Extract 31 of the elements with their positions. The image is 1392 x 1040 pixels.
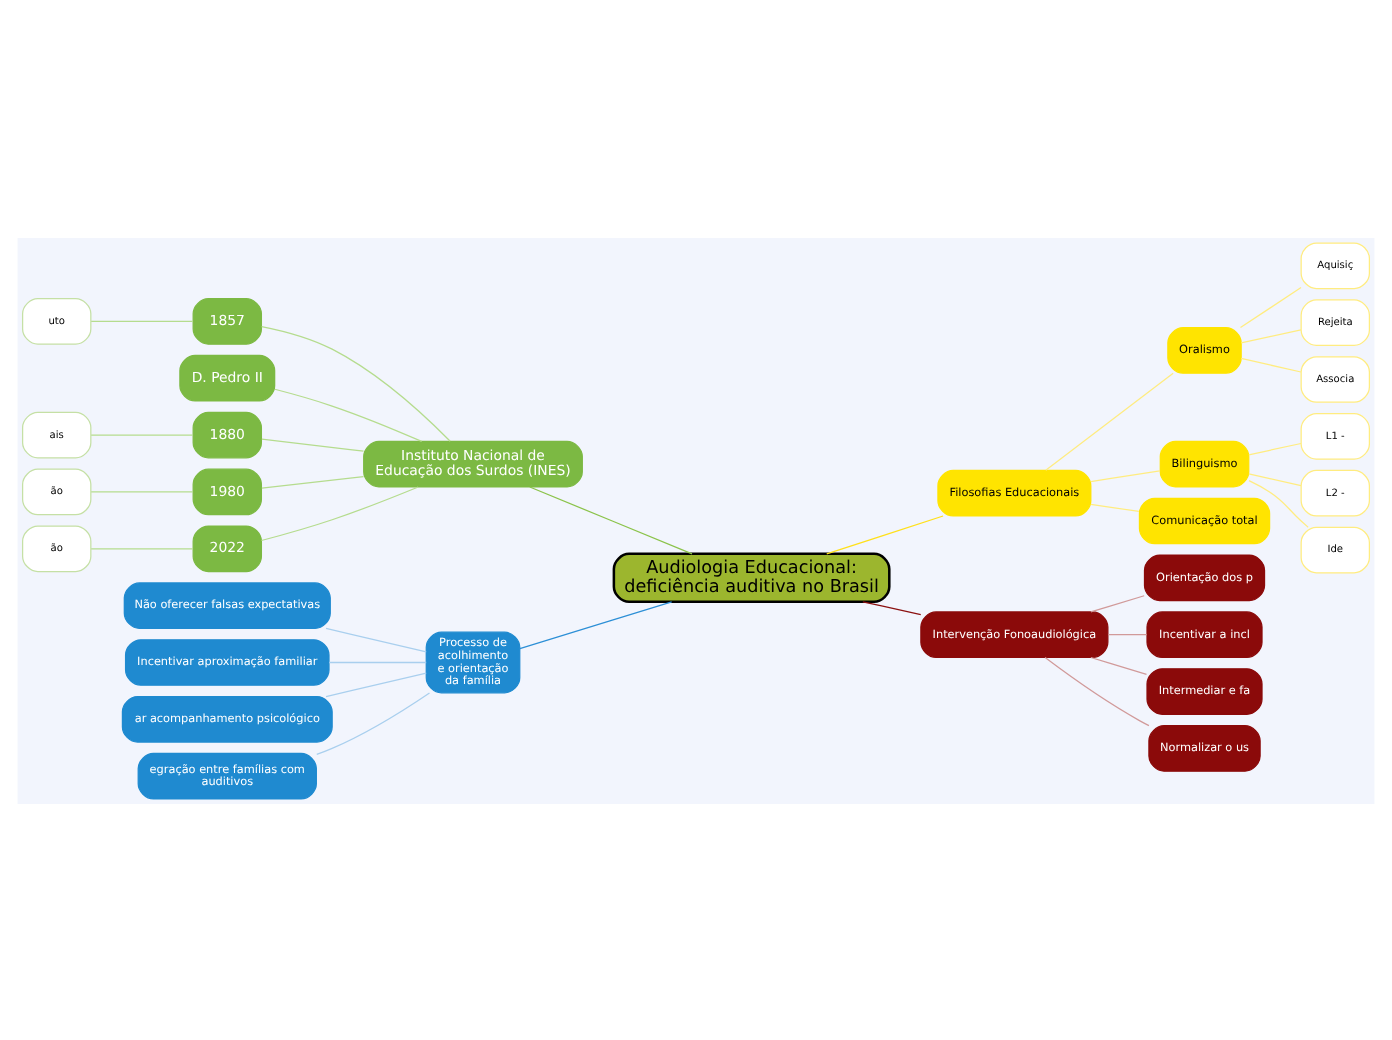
connector <box>274 387 423 441</box>
connector <box>325 626 427 652</box>
connector <box>1248 441 1302 455</box>
connector <box>1240 356 1302 372</box>
connector <box>260 485 419 541</box>
connector <box>1107 633 1148 635</box>
connector <box>328 660 427 663</box>
connector <box>1090 655 1148 674</box>
connector <box>261 437 365 451</box>
connector <box>260 324 451 441</box>
connector <box>862 600 922 615</box>
connector <box>90 319 194 321</box>
connector <box>1248 472 1302 486</box>
node-box: Audiologia Educacional: deficiência auditiva no Brasil <box>612 551 891 603</box>
connector <box>1090 594 1145 612</box>
connector <box>325 671 427 697</box>
connector <box>1248 479 1309 527</box>
connector <box>1090 502 1140 512</box>
connector <box>1044 656 1150 726</box>
connector <box>1239 285 1302 328</box>
connector <box>316 691 431 755</box>
connector <box>261 474 365 488</box>
connector <box>826 514 944 554</box>
connector <box>529 485 693 554</box>
connector <box>1045 371 1174 470</box>
connector <box>90 433 194 435</box>
connector <box>1240 328 1302 343</box>
connector <box>1090 469 1161 482</box>
connector <box>90 547 194 549</box>
connector <box>519 600 673 649</box>
connector <box>90 490 194 492</box>
